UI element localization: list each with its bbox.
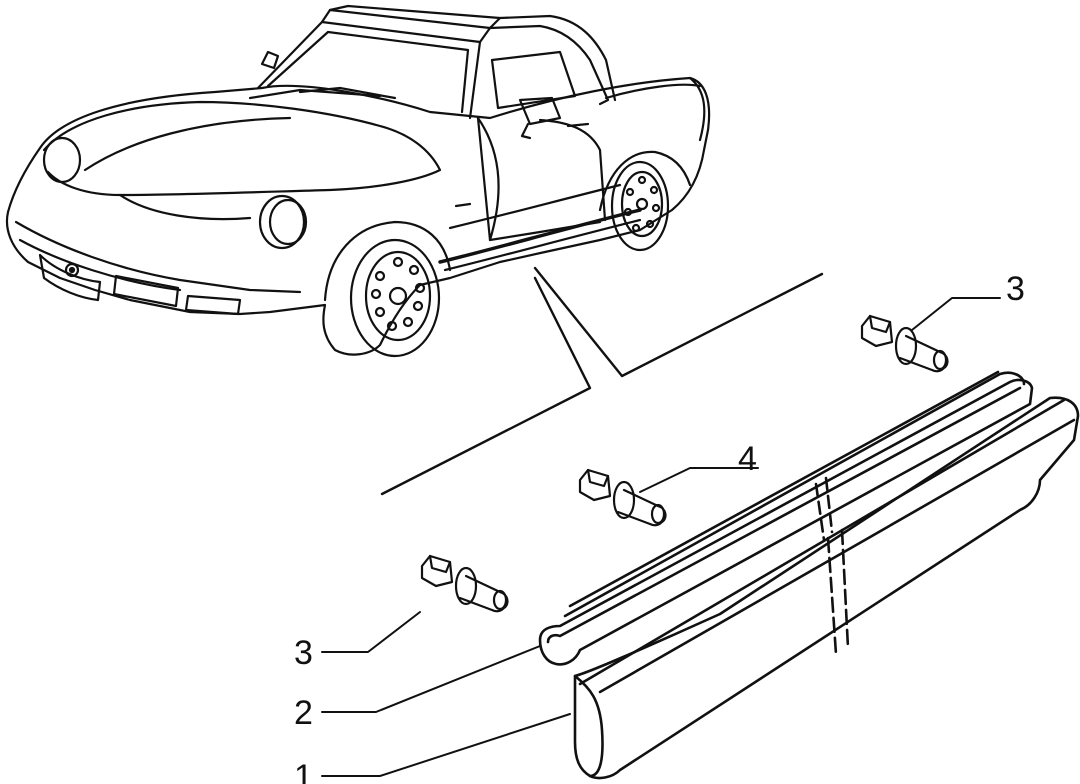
callout-2: 2: [294, 694, 313, 732]
clip-3-lower: [420, 554, 509, 613]
leader-line-4: [639, 467, 759, 493]
clip-4: [578, 468, 667, 527]
callout-numbers: 1 2 3 3 4: [294, 270, 1025, 784]
leader-line-1: [321, 713, 571, 777]
callout-3-upper: 3: [1006, 270, 1025, 308]
car-illustration: [5, 4, 711, 358]
exploded-guide-lines: [380, 266, 824, 496]
leader-line-3-lower: [321, 611, 421, 653]
callout-1: 1: [294, 758, 313, 784]
part-2-retainer-strip: [538, 370, 1034, 666]
part-1-side-molding: [573, 396, 1080, 780]
leader-line-3-upper: [911, 297, 1001, 331]
clip-3-upper: [860, 314, 949, 373]
callout-3-lower: 3: [294, 634, 313, 672]
callout-4: 4: [738, 440, 757, 478]
front-wheel-holes: [370, 256, 426, 332]
leader-line-2: [321, 645, 541, 713]
leader-lines: [321, 297, 1001, 777]
